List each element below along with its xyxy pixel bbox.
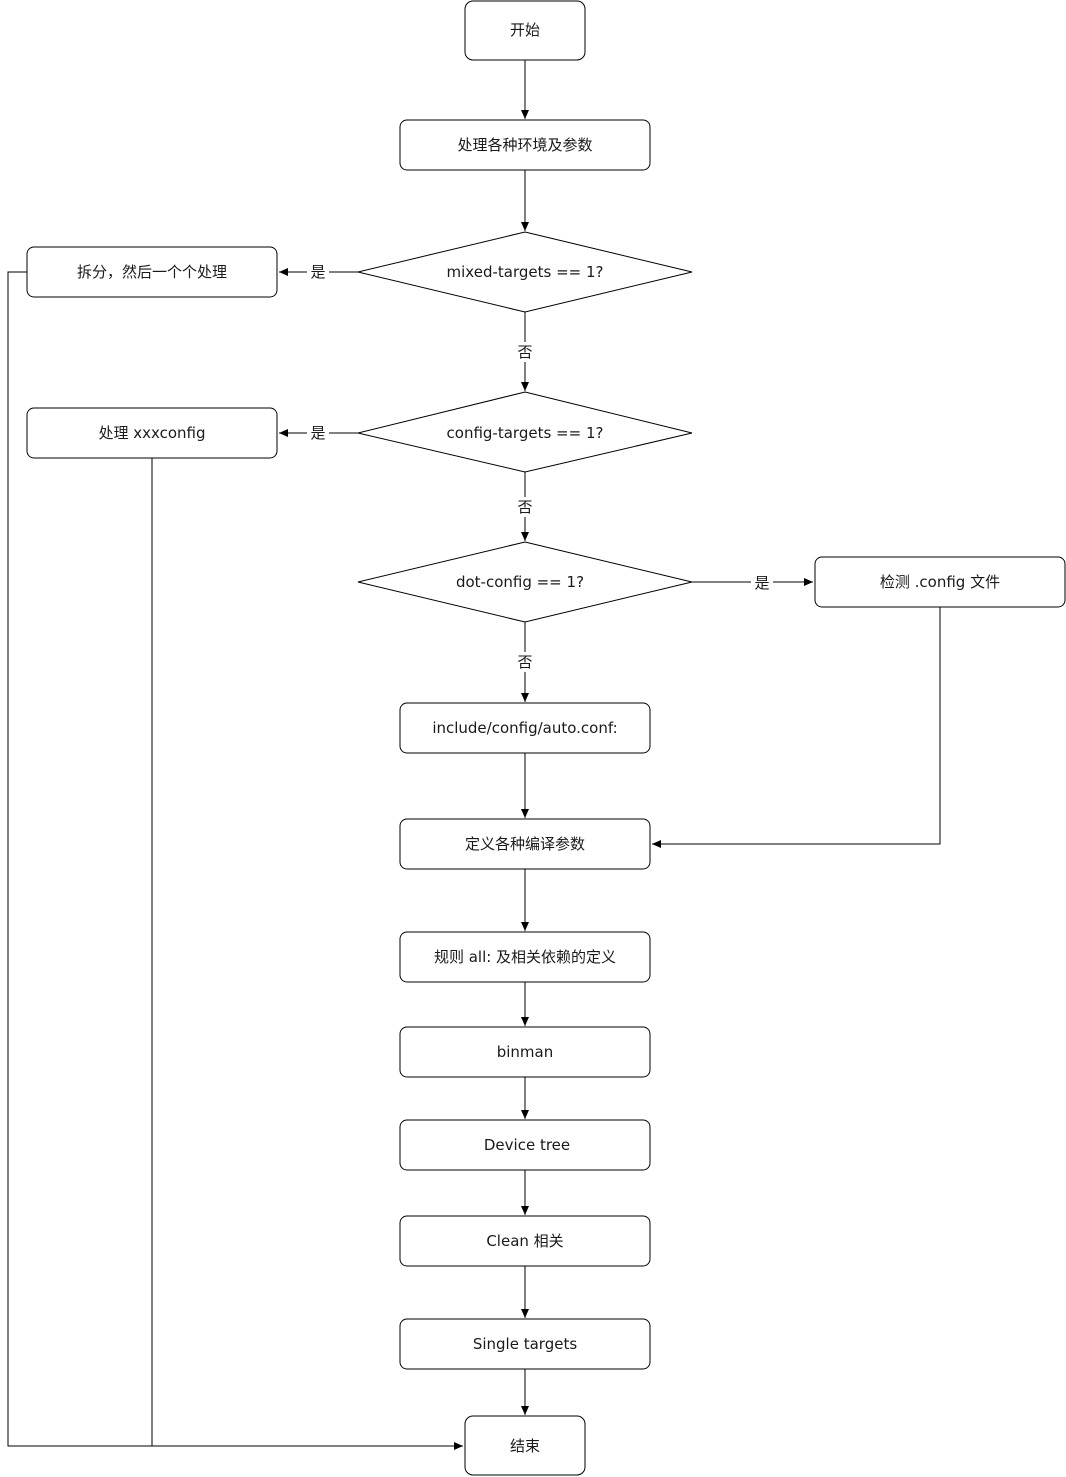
decision-config-targets-label: config-targets == 1? [447,424,604,442]
node-rule-all-label: 规则 all: 及相关依赖的定义 [434,948,616,966]
node-binman-label: binman [497,1043,554,1061]
node-split-label: 拆分，然后一个个处理 [77,263,227,281]
yes-label-config: 是 [310,424,325,442]
decision-dot-config: dot-config == 1? [357,541,693,623]
node-setup: 处理各种环境及参数 [399,119,651,171]
node-setup-label: 处理各种环境及参数 [457,136,592,154]
node-end: 结束 [464,1415,586,1476]
node-start: 开始 [464,0,586,61]
node-start-label: 开始 [510,21,540,39]
edges [7,60,941,1450]
node-rule-all: 规则 all: 及相关依赖的定义 [399,931,651,983]
no-label-dot: 否 [517,653,532,671]
node-detect-config: 检测 .config 文件 [814,556,1066,608]
no-label-mixed: 否 [517,343,532,361]
yes-label-dot: 是 [754,574,769,592]
edge-split-to-end [7,271,463,1450]
node-single-targets: Single targets [399,1318,651,1370]
decision-config-targets: config-targets == 1? [357,391,693,473]
yes-label-mixed: 是 [310,263,325,281]
decision-mixed-targets-label: mixed-targets == 1? [447,263,604,281]
node-end-label: 结束 [510,1437,540,1455]
node-single-targets-label: Single targets [473,1335,577,1353]
node-device-tree-label: Device tree [484,1136,570,1154]
node-detect-config-label: 检测 .config 文件 [880,573,1000,591]
node-define-params: 定义各种编译参数 [399,818,651,870]
node-handle-config-label: 处理 xxxconfig [98,424,205,442]
decision-dot-config-label: dot-config == 1? [456,573,584,591]
edge-detect-to-define [652,607,941,848]
node-clean-label: Clean 相关 [486,1232,563,1250]
node-device-tree: Device tree [399,1119,651,1171]
node-auto-conf: include/config/auto.conf: [399,702,651,754]
node-clean: Clean 相关 [399,1215,651,1267]
node-handle-config: 处理 xxxconfig [26,407,278,459]
node-binman: binman [399,1026,651,1078]
node-auto-conf-label: include/config/auto.conf: [432,719,617,737]
no-label-config: 否 [517,498,532,516]
edge-labels: 是 否 是 否 是 否 [307,262,773,672]
node-split: 拆分，然后一个个处理 [26,246,278,298]
node-define-params-label: 定义各种编译参数 [465,835,585,853]
decision-mixed-targets: mixed-targets == 1? [357,231,693,313]
